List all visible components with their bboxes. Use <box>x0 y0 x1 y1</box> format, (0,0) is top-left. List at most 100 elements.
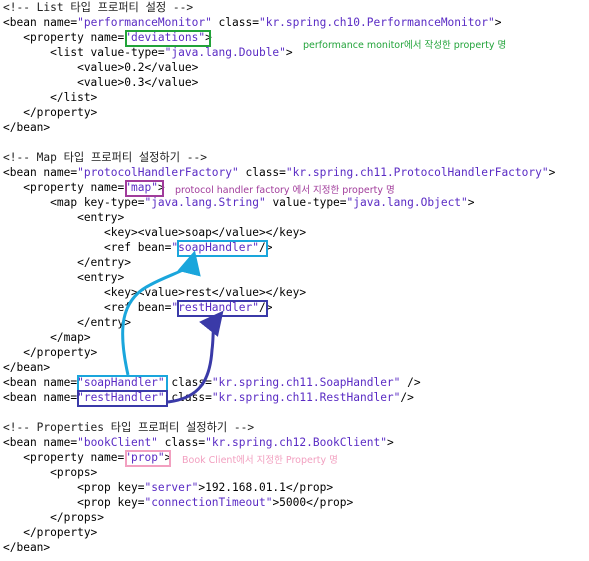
code-token: "deviations" <box>124 31 206 44</box>
performance-annotation: performance monitor에서 작성한 property 명 <box>303 40 507 51</box>
code-token: /> <box>400 376 421 389</box>
code-token: "map" <box>124 181 158 194</box>
code-listing: <!-- List 타입 프로퍼티 설정 --><bean name="perf… <box>3 0 555 555</box>
code-token: </bean> <box>3 121 51 134</box>
code-token: "connectionTimeout" <box>144 496 273 509</box>
book-annotation: Book Client에서 지정한 Property 명 <box>182 455 338 466</box>
prop-highlight <box>125 450 171 467</box>
code-token: class= <box>164 391 212 404</box>
code-token: <entry> <box>3 211 125 224</box>
code-token: <list value-type= <box>3 46 165 59</box>
code-line: <property name="prop"> <box>3 450 555 465</box>
code-token: </map> <box>3 331 91 344</box>
code-token: >5000</prop> <box>272 496 354 509</box>
code-token: "kr.spring.ch11.ProtocolHandlerFactory" <box>285 166 549 179</box>
code-token: "protocolHandlerFactory" <box>77 166 239 179</box>
rest-arrow <box>167 310 224 404</box>
code-token: <map key-type= <box>3 196 145 209</box>
code-token: <bean name= <box>3 16 78 29</box>
code-token: > <box>386 436 394 449</box>
code-token: "restHandler" <box>171 301 259 314</box>
code-line: <entry> <box>3 210 555 225</box>
code-line: <property name="map"> <box>3 180 555 195</box>
code-token: "soapHandler" <box>77 376 165 389</box>
code-token: "performanceMonitor" <box>77 16 212 29</box>
code-token: <bean name= <box>3 376 78 389</box>
code-token: "java.lang.Object" <box>346 196 468 209</box>
code-token: </props> <box>3 511 105 524</box>
code-token: </bean> <box>3 361 51 374</box>
code-token: > <box>164 451 172 464</box>
code-token: >192.168.01.1</prop> <box>198 481 334 494</box>
code-line: </bean> <box>3 120 555 135</box>
code-line: </props> <box>3 510 555 525</box>
code-token: class= <box>211 16 259 29</box>
code-token: > <box>285 46 293 59</box>
code-line: </entry> <box>3 255 555 270</box>
rest-bean-highlight <box>77 390 168 407</box>
code-line: <bean name="bookClient" class="kr.spring… <box>3 435 555 450</box>
code-token: > <box>205 31 212 44</box>
code-token: <value>0.2</value> <box>3 61 199 74</box>
code-token: "kr.spring.ch11.SoapHandler" <box>211 376 401 389</box>
code-token: </bean> <box>3 541 51 554</box>
code-token: <prop key= <box>3 496 145 509</box>
code-line: <bean name="protocolHandlerFactory" clas… <box>3 165 555 180</box>
code-line: <!-- Map 타입 프로퍼티 설정하기 --> <box>3 150 555 165</box>
code-line: <!-- Properties 타입 프로퍼티 설정하기 --> <box>3 420 555 435</box>
code-line: </entry> <box>3 315 555 330</box>
code-token: <prop key= <box>3 481 145 494</box>
code-token: <key><value>soap</value></key> <box>3 226 307 239</box>
code-line: <!-- List 타입 프로퍼티 설정 --> <box>3 0 555 15</box>
code-token: /> <box>258 301 273 314</box>
code-token: "server" <box>144 481 199 494</box>
code-token: </entry> <box>3 316 131 329</box>
code-line: <bean name="restHandler" class="kr.sprin… <box>3 390 555 405</box>
soap-ref-highlight <box>177 240 268 257</box>
code-token: <property name= <box>3 31 125 44</box>
code-line: <ref bean="restHandler"/> <box>3 300 555 315</box>
code-token: </list> <box>3 91 98 104</box>
code-line: </list> <box>3 90 555 105</box>
code-token: <bean name= <box>3 166 78 179</box>
code-token: </property> <box>3 526 98 539</box>
deviations-highlight <box>125 30 211 47</box>
code-token: "java.lang.String" <box>144 196 266 209</box>
code-line: <value>0.2</value> <box>3 60 555 75</box>
code-token: <property name= <box>3 451 125 464</box>
code-token: "prop" <box>124 451 165 464</box>
code-line: <entry> <box>3 270 555 285</box>
code-line: </property> <box>3 345 555 360</box>
code-line: </bean> <box>3 540 555 555</box>
code-token: <bean name= <box>3 436 78 449</box>
code-token: class= <box>238 166 286 179</box>
code-token: "kr.spring.ch12.BookClient" <box>205 436 387 449</box>
code-line: <property name="deviations"> <box>3 30 555 45</box>
code-token: </entry> <box>3 256 131 269</box>
code-line: <prop key="server">192.168.01.1</prop> <box>3 480 555 495</box>
code-token: <value>0.3</value> <box>3 76 199 89</box>
code-line: <key><value>rest</value></key> <box>3 285 555 300</box>
code-token: <ref bean= <box>3 301 172 314</box>
code-token: /> <box>258 241 273 254</box>
code-token: <key><value>rest</value></key> <box>3 286 307 299</box>
code-token: "kr.spring.ch10.PerformanceMonitor" <box>258 16 495 29</box>
code-line: </property> <box>3 105 555 120</box>
code-line: <props> <box>3 465 555 480</box>
code-token: "java.lang.Double" <box>164 46 286 59</box>
code-line: </property> <box>3 525 555 540</box>
code-token: <entry> <box>3 271 125 284</box>
code-token: <ref bean= <box>3 241 172 254</box>
code-token: <bean name= <box>3 391 78 404</box>
code-token: > <box>157 181 165 194</box>
code-line: <map key-type="java.lang.String" value-t… <box>3 195 555 210</box>
code-token: <property name= <box>3 181 125 194</box>
code-token: "restHandler" <box>77 391 165 404</box>
code-line: <value>0.3</value> <box>3 75 555 90</box>
code-token: "kr.spring.ch11.RestHandler" <box>211 391 401 404</box>
code-token: /> <box>400 391 414 404</box>
code-line: <key><value>soap</value></key> <box>3 225 555 240</box>
code-token: value-type= <box>265 196 347 209</box>
code-line: <prop key="connectionTimeout">5000</prop… <box>3 495 555 510</box>
